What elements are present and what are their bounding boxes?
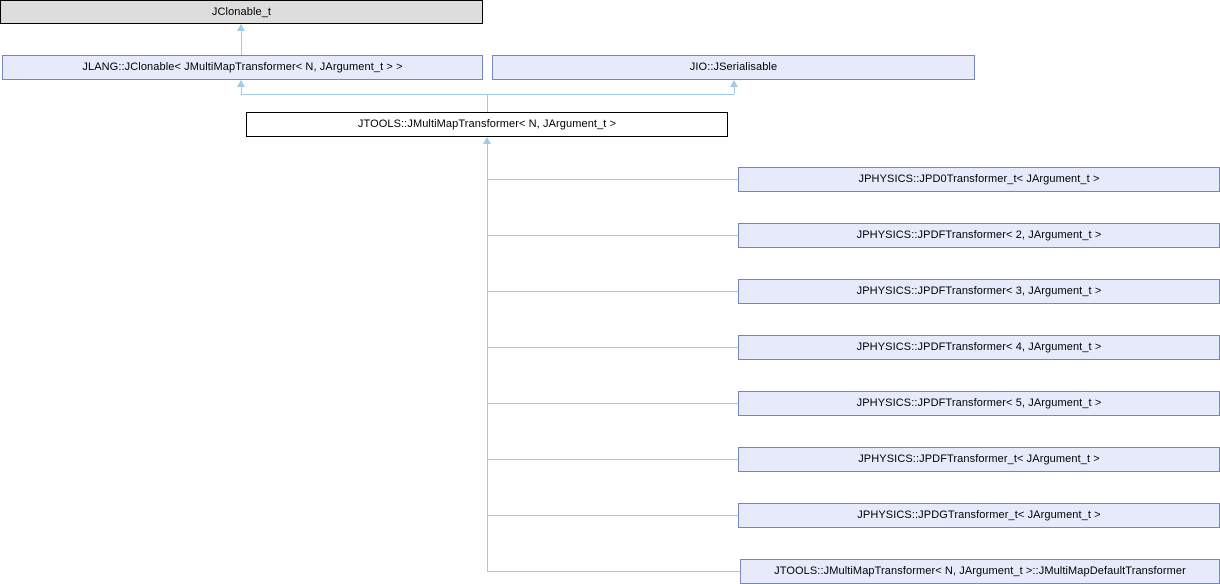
class-node-derived-0[interactable]: JPHYSICS::JPD0Transformer_t< JArgument_t… — [738, 167, 1220, 192]
arrowhead-up-icon-current-class — [483, 137, 491, 144]
edge-derived-trunk — [487, 144, 488, 572]
edge-derived-4 — [487, 403, 739, 404]
edge-derived-3 — [487, 347, 739, 348]
class-node-jclonable-t[interactable]: JClonable_t — [0, 0, 483, 24]
arrowhead-up-icon-jio-jserialisable — [730, 80, 738, 87]
edge-derived-2 — [487, 291, 739, 292]
edge-derived-7 — [487, 571, 741, 572]
class-node-derived-7[interactable]: JTOOLS::JMultiMapTransformer< N, JArgume… — [740, 559, 1220, 584]
edge-parents-to-current — [487, 94, 488, 112]
class-node-derived-3[interactable]: JPHYSICS::JPDFTransformer< 4, JArgument_… — [738, 335, 1220, 360]
class-node-jlang-jclonable[interactable]: JLANG::JClonable< JMultiMapTransformer< … — [2, 55, 483, 80]
arrowhead-up-icon-jclonable-t — [237, 24, 245, 31]
edge-stub-jio — [734, 87, 735, 94]
edge-jlang-to-jclonable-t — [241, 30, 242, 55]
edge-derived-0 — [487, 179, 739, 180]
edge-stub-jlang — [241, 87, 242, 94]
edge-derived-6 — [487, 515, 739, 516]
class-node-derived-1[interactable]: JPHYSICS::JPDFTransformer< 2, JArgument_… — [738, 223, 1220, 248]
class-node-jio-jserialisable[interactable]: JIO::JSerialisable — [492, 55, 975, 80]
class-node-jtools-jmultimaptransformer[interactable]: JTOOLS::JMultiMapTransformer< N, JArgume… — [246, 112, 728, 137]
class-node-derived-2[interactable]: JPHYSICS::JPDFTransformer< 3, JArgument_… — [738, 279, 1220, 304]
class-node-derived-4[interactable]: JPHYSICS::JPDFTransformer< 5, JArgument_… — [738, 391, 1220, 416]
edge-derived-1 — [487, 235, 739, 236]
class-node-derived-5[interactable]: JPHYSICS::JPDFTransformer_t< JArgument_t… — [738, 447, 1220, 472]
edge-derived-5 — [487, 459, 739, 460]
arrowhead-up-icon-jlang-jclonable — [237, 80, 245, 87]
class-node-derived-6[interactable]: JPHYSICS::JPDGTransformer_t< JArgument_t… — [738, 503, 1220, 528]
